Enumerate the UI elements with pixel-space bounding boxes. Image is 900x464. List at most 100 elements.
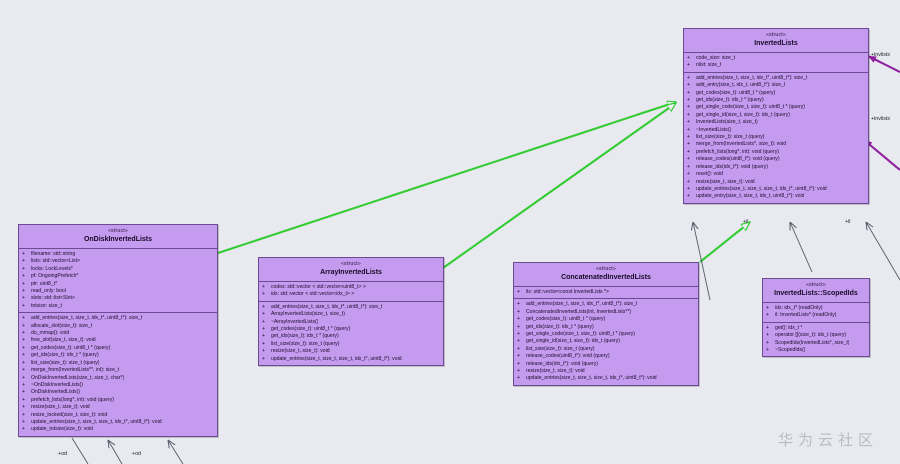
visibility-marker: +	[262, 348, 265, 355]
operation-row: +prefetch_lists(long*, int): void (query…	[684, 149, 868, 156]
operation-row: +resize(size_t, size_t): void	[684, 179, 868, 186]
visibility-marker: +	[687, 82, 690, 89]
attribute-signature: nlist: size_t	[696, 62, 722, 69]
class-box-scoped-ids[interactable]: «struct» InvertedLists::ScopedIds +ids: …	[762, 278, 870, 358]
visibility-marker: +	[22, 337, 25, 344]
operation-row: +add_entries(size_t, size_t, idx_t*, uin…	[19, 315, 217, 322]
operation-signature: prefetch_lists(long*, int): void (query)	[696, 148, 779, 155]
visibility-marker: +	[517, 331, 520, 338]
operation-signature: get_codes(size_t): uint8_t * (query)	[271, 326, 351, 333]
operation-signature: update_entries(size_t, size_t, size_t, i…	[31, 418, 162, 425]
attribute-row: +code_size: size_t	[684, 55, 868, 62]
class-box-inverted-lists[interactable]: «struct» InvertedLists +code_size: size_…	[683, 28, 869, 204]
operation-row: +update_entries(size_t, size_t, size_t, …	[19, 419, 217, 426]
stereotype: «struct»	[107, 228, 129, 234]
operation-signature: update_entries(size_t, size_t, size_t, i…	[526, 375, 657, 382]
operation-signature: get_ids(size_t): idx_t * (query)	[696, 97, 764, 104]
operation-row: +add_entries(size_t, size_t, idx_t*, uin…	[514, 301, 698, 308]
visibility-marker: +	[766, 339, 769, 346]
visibility-marker: +	[687, 111, 690, 118]
operation-row: +merge_from(InvertedLists**, int): size_…	[19, 367, 217, 374]
visibility-marker: +	[687, 89, 690, 96]
class-box-array-inverted-lists[interactable]: «struct» ArrayInvertedLists +codes: std:…	[258, 257, 444, 367]
operation-signature: release_ids(idx_t*): void (query)	[526, 360, 598, 367]
visibility-marker: +	[766, 347, 769, 354]
operation-signature: add_entries(size_t, size_t, idx_t*, uint…	[271, 303, 383, 310]
class-header: «struct» ConcatenatedInvertedLists	[514, 263, 698, 287]
operation-signature: resize(size_t, size_t): void	[271, 348, 330, 355]
attribute-signature: ils: std::vector<const InvertedLists *>	[526, 289, 609, 295]
attribute-row: +read_only: bool	[19, 288, 217, 295]
operation-signature: ConcatenatedInvertedLists(int, InvertedL…	[526, 308, 632, 315]
visibility-marker: +	[517, 308, 520, 315]
attribute-row: +pf: OngoingPrefetch*	[19, 273, 217, 280]
operation-row: +resize(size_t, size_t): void	[514, 368, 698, 375]
operation-signature: resize(size_t, size_t): void	[31, 404, 90, 411]
visibility-marker: +	[687, 126, 690, 133]
visibility-marker: +	[22, 330, 25, 337]
operations-compartment: +get(): idx_t * +operator [](size_t): id…	[763, 323, 869, 357]
visibility-marker: +	[262, 340, 265, 347]
attributes-compartment: +ids: idx_t* (readOnly) +il: InvertedLis…	[763, 303, 869, 323]
attribute-row: + nlist: size_t	[684, 62, 868, 69]
operation-signature: free_slot(size_t, size_t): void	[31, 337, 96, 344]
operation-row: +~OnDiskInvertedLists()	[19, 382, 217, 389]
operation-signature: get_ids(size_t): idx_t * (query)	[271, 333, 339, 340]
operation-row: +update_entry(size_t, size_t, idx_t, uin…	[684, 193, 868, 200]
visibility-marker: +	[766, 305, 769, 311]
operation-row: +~ScopedIds()	[763, 347, 869, 354]
operation-row: +get(): idx_t *	[763, 325, 869, 332]
operation-row: +OnDiskInvertedLists(size_t, size_t, cha…	[19, 375, 217, 382]
visibility-marker: +	[262, 291, 265, 298]
visibility-marker: +	[262, 318, 265, 325]
operation-row: +get_codes(size_t): uint8_t * (query)	[259, 326, 443, 333]
operation-row: +get_single_code(size_t, size_t): uint8_…	[684, 104, 868, 111]
operation-row: +OnDiskInvertedLists()	[19, 389, 217, 396]
class-box-ondisk-inverted-lists[interactable]: «struct» OnDiskInvertedLists +filename: …	[18, 224, 218, 437]
operation-signature: update_entries(size_t, size_t, size_t, i…	[696, 185, 827, 192]
visibility-marker: +	[22, 265, 25, 272]
attribute-signature: il: InvertedLists* (readOnly)	[775, 312, 837, 319]
operation-row: + ScopedIds(InvertedLists*, size_t)	[763, 340, 869, 347]
operation-signature: get_single_code(size_t, size_t): uint8_t…	[526, 331, 636, 338]
operation-signature: ScopedIds(InvertedLists*, size_t)	[775, 339, 850, 346]
attribute-signature: ptr: uint8_t*	[31, 280, 58, 287]
operation-signature: ~OnDiskInvertedLists()	[31, 381, 83, 388]
edge-label-il-left: +il	[743, 219, 749, 225]
visibility-marker: +	[687, 185, 690, 192]
attribute-signature: lists: std::vector<List>	[31, 258, 80, 265]
operation-signature: get_codes(size_t): uint8_t * (query)	[526, 316, 606, 323]
visibility-marker: +	[687, 104, 690, 111]
operation-row: +get_ids(size_t): idx_t * (query)	[514, 324, 698, 331]
attribute-signature: ids: std::vector < std::vector<idx_t> >	[271, 291, 355, 298]
attribute-row: +il: InvertedLists* (readOnly)	[763, 312, 869, 319]
operation-row: + free_slot(size_t, size_t): void	[19, 337, 217, 344]
visibility-marker: +	[517, 338, 520, 345]
visibility-marker: +	[687, 163, 690, 170]
operation-signature: list_size(size_t): size_t (query)	[696, 134, 765, 141]
attributes-compartment: +ils: std::vector<const InvertedLists *>	[514, 287, 698, 300]
operation-signature: ~InvertedLists()	[696, 126, 732, 133]
attribute-signature: totsize: size_t	[31, 302, 62, 309]
operation-signature: update_entry(size_t, size_t, idx_t, uint…	[696, 193, 805, 200]
operation-row: +list_size(size_t): size_t (query)	[684, 134, 868, 141]
edge-label-od-right: +od	[132, 451, 141, 457]
attribute-row: + ids: std::vector < std::vector<idx_t> >	[259, 291, 443, 298]
operation-signature: merge_from(InvertedLists**, int): size_t	[31, 367, 120, 374]
attribute-row: +codes: std::vector < std::vector<uint8_…	[259, 284, 443, 291]
visibility-marker: +	[687, 62, 690, 69]
operation-row: +resize_locked(size_t, size_t): void	[19, 412, 217, 419]
operation-row: + get_single_code(size_t, size_t): uint8_…	[514, 331, 698, 338]
operation-row: +add_entry(size_t, idx_t, uint8_t*): siz…	[684, 82, 868, 89]
stereotype: «struct»	[340, 261, 362, 267]
visibility-marker: +	[22, 404, 25, 411]
stereotype: «struct»	[805, 282, 827, 288]
visibility-marker: +	[687, 178, 690, 185]
visibility-marker: +	[22, 273, 25, 280]
class-name: ConcatenatedInvertedLists	[561, 274, 651, 281]
operation-row: +list_size(size_t): size_t (query)	[514, 346, 698, 353]
operation-row: +add_entries(size_t, size_t, idx_t*, uin…	[684, 75, 868, 82]
operation-signature: list_size(size_t): size_t (query)	[271, 340, 340, 347]
class-box-concatenated-inverted-lists[interactable]: «struct» ConcatenatedInvertedLists +ils:…	[513, 262, 699, 386]
attribute-signature: locks: LockLevels*	[31, 265, 73, 272]
